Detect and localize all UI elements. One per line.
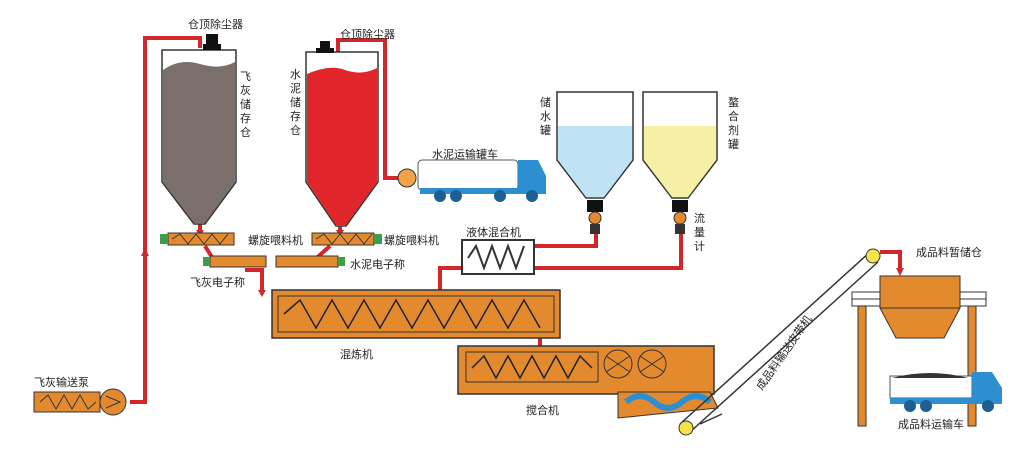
blender-label: 搅合机	[526, 404, 559, 417]
screw-feeder-2	[311, 232, 382, 246]
water-pipe	[534, 232, 598, 248]
conveyor-roller	[678, 420, 694, 436]
cement-scale	[275, 255, 345, 268]
liquid-mixer	[461, 239, 535, 275]
cement-truck	[397, 159, 546, 202]
chelator-tank-label: 螯合剂罐	[728, 96, 739, 151]
arrow-icon	[258, 290, 266, 297]
liquid-mixer-label: 液体混合机	[466, 226, 521, 239]
cement-scale-label: 水泥电子称	[350, 258, 405, 271]
water-tank	[556, 91, 634, 234]
flyash-scale-label: 飞灰电子称	[190, 276, 245, 289]
dust-collector-label-1: 仓顶除尘器	[188, 18, 243, 31]
flyash-scale	[203, 255, 267, 268]
chelator-pipe	[534, 232, 683, 270]
flyash-pump	[33, 388, 127, 416]
cement-truck-label: 水泥运输罐车	[432, 148, 498, 161]
product-truck	[889, 372, 1002, 412]
temp-storage-label: 成品料暂储仓	[916, 246, 982, 259]
flyash-pump-label: 飞灰输送泵	[34, 376, 89, 389]
screw-feeder-label-1: 螺旋喂料机	[248, 234, 303, 247]
conveyor-to-storage	[880, 250, 902, 270]
arrow-icon	[141, 248, 149, 256]
flyash-silo-label: 飞灰储存仓	[240, 70, 251, 139]
belt-conveyor	[679, 251, 879, 433]
screw-feeder-1	[160, 232, 235, 246]
cement-silo-label: 水泥储存仓	[290, 68, 301, 137]
liquid-to-mixer-pipe	[438, 266, 462, 290]
screw-feeder-label-2: 螺旋喂料机	[384, 234, 439, 247]
mixer-machine	[271, 289, 561, 339]
arrow-icon	[896, 268, 904, 276]
temp-storage	[851, 275, 987, 427]
flyash-to-mixer	[245, 268, 264, 290]
flyash-silo	[161, 34, 237, 225]
flowmeter-label: 流量计	[694, 212, 705, 253]
dust-collector-label-2: 仓顶除尘器	[340, 28, 395, 41]
cement-feed-pipe	[336, 38, 398, 180]
chelator-tank	[642, 91, 718, 234]
cement-silo	[305, 41, 379, 227]
mixer-label: 混炼机	[340, 348, 373, 361]
water-tank-label: 储水罐	[540, 96, 551, 137]
flyash-feed-pipe	[130, 36, 202, 404]
product-truck-label: 成品料运输车	[898, 418, 964, 431]
blender-machine	[457, 345, 719, 419]
conveyor-roller	[865, 248, 881, 264]
